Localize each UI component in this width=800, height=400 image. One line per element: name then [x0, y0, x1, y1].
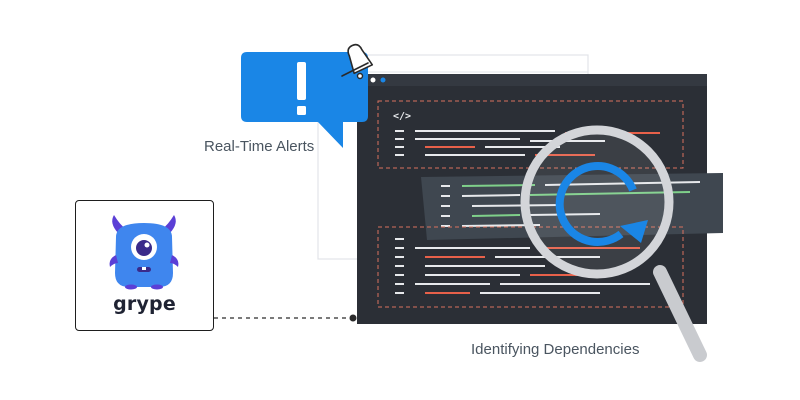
code-block-bottom	[377, 226, 684, 308]
line-numbers-bottom	[395, 238, 404, 294]
connector-dot	[349, 314, 357, 322]
highlight-code-block	[421, 173, 723, 240]
identifying-dependencies-label: Identifying Dependencies	[471, 341, 640, 358]
code-lines-highlight	[461, 181, 701, 227]
code-block-top	[377, 100, 684, 169]
refresh-icon	[555, 162, 648, 246]
window-dot-blue	[380, 77, 386, 83]
grype-monster-logo	[109, 215, 179, 290]
code-tag-icon: </>	[393, 111, 411, 122]
magnifier-icon	[520, 125, 707, 362]
grype-logo-text: grype	[113, 293, 176, 315]
real-time-alerts-label: Real-Time Alerts	[204, 138, 315, 155]
line-numbers-highlight	[441, 185, 450, 227]
bell-icon	[341, 43, 374, 80]
line-numbers-top	[395, 130, 404, 156]
window-dot-white	[370, 77, 376, 83]
grype-logo-card: grype	[75, 200, 214, 331]
alert-bubble-icon	[241, 52, 368, 148]
code-editor-titlebar	[357, 74, 707, 86]
